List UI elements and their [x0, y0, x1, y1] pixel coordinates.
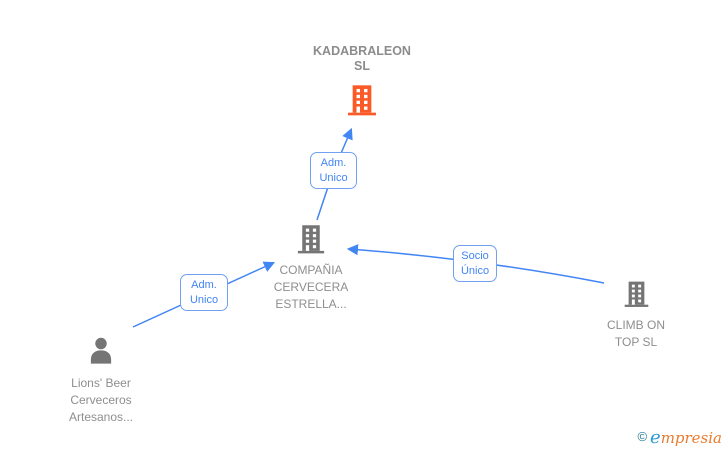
- company-label[interactable]: CLIMB ON TOP SL: [606, 318, 665, 349]
- building-icon[interactable]: [296, 223, 326, 255]
- company-node-climb-on-top[interactable]: CLIMB ON TOP SL: [536, 279, 728, 351]
- empresia-logo[interactable]: ©empresia: [637, 427, 722, 448]
- building-icon[interactable]: [623, 279, 650, 309]
- brand-text: e: [650, 427, 661, 448]
- company-node-compania[interactable]: COMPAÑIA CERVECERA ESTRELLA...: [211, 223, 411, 313]
- company-label[interactable]: KADABRALEON SL: [313, 44, 411, 73]
- edge-label-socio-unico[interactable]: Socio Único: [453, 245, 497, 282]
- copyright-icon: ©: [637, 429, 648, 444]
- edge-label-adm-unico-top[interactable]: Adm. Unico: [310, 152, 357, 189]
- brand-text: mpresia: [660, 429, 722, 447]
- building-icon[interactable]: [346, 83, 378, 117]
- company-node-kadabraleon[interactable]: KADABRALEON SL: [262, 44, 462, 122]
- company-label[interactable]: COMPAÑIA CERVECERA ESTRELLA...: [273, 263, 349, 311]
- person-node-lions-beer[interactable]: Lions' Beer Cerveceros Artesanos...: [1, 335, 201, 426]
- person-icon[interactable]: [85, 335, 117, 367]
- edge-label-adm-unico-left[interactable]: Adm. Unico: [180, 274, 228, 311]
- person-label[interactable]: Lions' Beer Cerveceros Artesanos...: [68, 376, 134, 424]
